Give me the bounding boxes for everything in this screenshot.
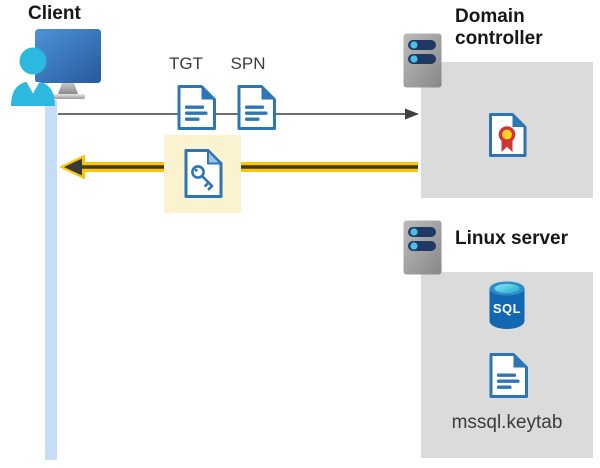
monitor-stand <box>58 83 78 94</box>
keytab-label: mssql.keytab <box>451 412 563 433</box>
sql-database-icon: SQL <box>488 280 526 330</box>
linux-server-label: Linux server <box>455 228 568 249</box>
tgt-document-icon <box>174 84 217 131</box>
person-collar <box>26 82 40 94</box>
client-timeline-bar <box>45 100 57 460</box>
certificate-icon <box>486 112 528 158</box>
keytab-document-icon <box>486 352 529 399</box>
response-arrow-left-highlighted-icon <box>58 154 418 180</box>
monitor-base <box>51 94 85 99</box>
key-document-icon <box>181 148 224 199</box>
domain-controller-label: Domain controller <box>455 6 543 49</box>
request-arrow-right-icon <box>58 106 420 122</box>
person-body <box>11 82 55 106</box>
spn-document-icon <box>234 84 277 131</box>
client-label: Client <box>28 3 81 24</box>
tgt-label: TGT <box>169 54 203 73</box>
person-head <box>19 47 47 75</box>
domain-controller-server-icon <box>403 33 442 88</box>
sql-label: SQL <box>492 301 522 316</box>
linux-server-server-icon <box>403 220 442 275</box>
client-monitor-user-icon <box>8 26 114 108</box>
monitor-icon <box>35 29 101 83</box>
spn-label: SPN <box>230 54 266 73</box>
